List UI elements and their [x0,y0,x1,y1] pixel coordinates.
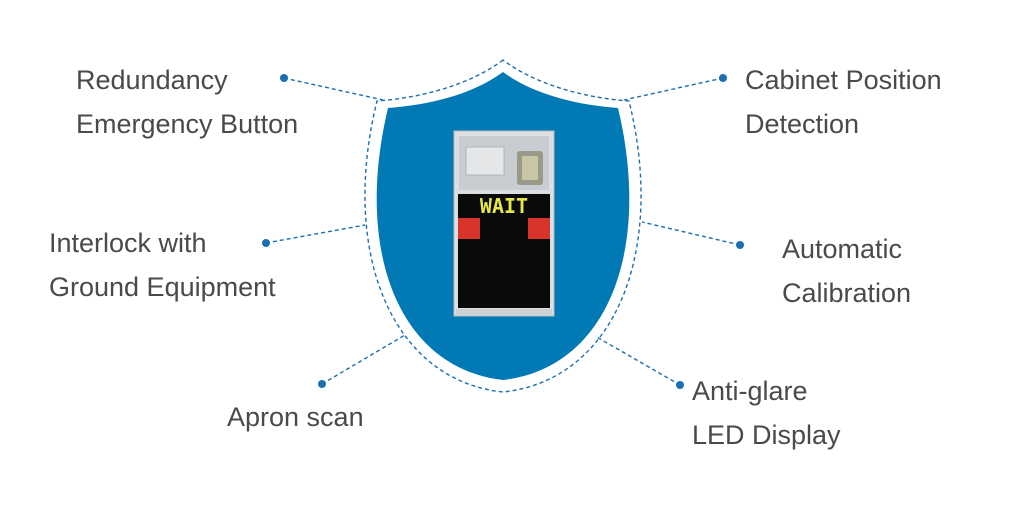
label-line: Interlock with [49,228,207,258]
label-antiglare: Anti-glare LED Display [692,369,841,457]
label-line: Apron scan [227,402,364,432]
label-line: Emergency Button [76,109,299,139]
label-cabinet: Cabinet Position Detection [745,58,942,146]
connector-antiglare [594,335,681,386]
label-line: Detection [745,109,860,139]
right-indicator [528,218,550,239]
label-line: Cabinet Position [745,65,942,95]
label-apron: Apron scan [227,395,364,439]
connector-lines [265,77,741,386]
device-bottom-strip [456,309,552,315]
led-display-text: WAIT [480,194,528,218]
dot-redundancy [280,74,288,82]
device-screen [458,194,550,308]
dot-calibration [736,241,744,249]
label-line: LED Display [692,420,841,450]
label-line: Calibration [782,278,912,308]
label-redundancy: Redundancy Emergency Button [76,58,298,146]
label-interlock: Interlock with Ground Equipment [49,221,276,309]
dot-cabinet [719,74,727,82]
connector-interlock [265,224,366,244]
label-line: Automatic [782,234,903,264]
device-camera-lens [522,156,538,180]
left-indicator [458,218,480,239]
connector-dots [262,74,744,389]
connector-cabinet [623,77,724,101]
dot-apron [318,380,326,388]
shield-outline [364,59,642,393]
connector-redundancy [283,77,384,101]
dot-antiglare [676,381,684,389]
docking-device: WAIT [453,130,555,317]
label-calibration: Automatic Calibration [782,227,911,315]
label-line: Ground Equipment [49,272,276,302]
dot-interlock [262,239,270,247]
device-sensor-window [465,146,505,176]
label-line: Redundancy [76,65,228,95]
label-line: Anti-glare [692,376,808,406]
connector-apron [321,334,406,385]
connector-calibration [641,221,741,246]
